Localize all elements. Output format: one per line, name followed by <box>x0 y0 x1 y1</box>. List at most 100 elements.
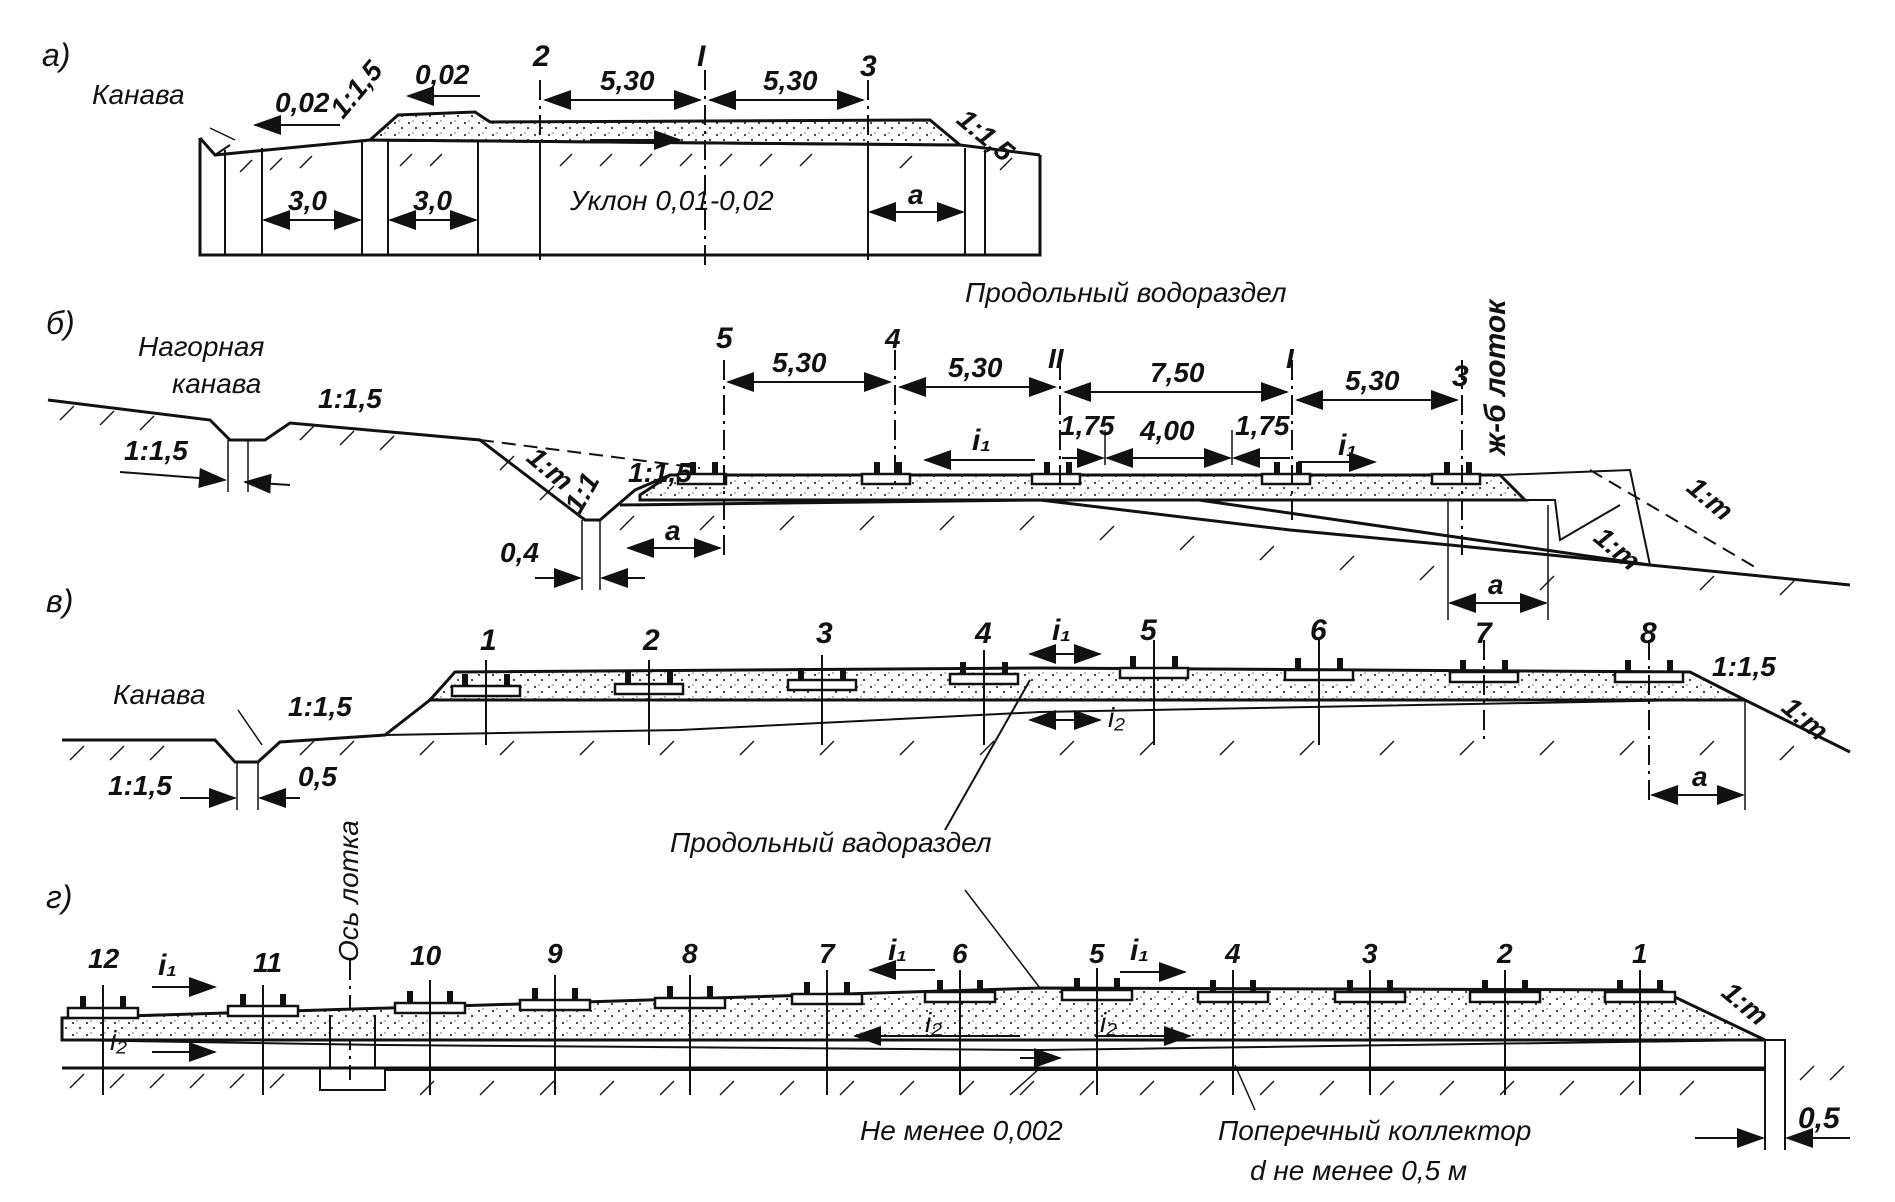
watershed-label-c: Продольный вадораздел <box>670 827 992 858</box>
track-number-d: 1 <box>1632 938 1648 969</box>
section-c-track-numbers: 1 2 3 4 5 6 7 8 <box>480 614 1657 657</box>
track-4-number: 4 <box>884 323 901 354</box>
dim-1-75-b: 1,75 <box>1235 410 1290 441</box>
dim-0-5-d: 0,5 <box>1798 1102 1841 1135</box>
width-I-3: 5,30 <box>763 65 818 96</box>
track-number-d: 8 <box>682 938 698 969</box>
section-c-rails <box>462 656 1673 686</box>
section-b-letter: б) <box>46 305 75 341</box>
section-d-rails <box>80 978 1663 1008</box>
dim-a-left-b: a <box>665 515 681 546</box>
section-d: г) Ось лотка <box>46 820 1850 1186</box>
i1-c: i₁ <box>1052 614 1071 647</box>
section-b-design-lines <box>479 439 1761 571</box>
dim-1-75-a: 1,75 <box>1060 410 1115 441</box>
track-number-c: 4 <box>974 617 992 650</box>
slope-fill-2: 1:m <box>1681 471 1739 527</box>
dim-a-c: a <box>1692 761 1708 792</box>
slope-ratio-1: 1:1,5 <box>324 55 389 124</box>
dim-4-00: 4,00 <box>1139 415 1195 446</box>
track-number-d: 2 <box>1496 938 1513 969</box>
section-d-axes <box>102 968 1641 1095</box>
min-slope-label: Не менее 0,002 <box>860 1115 1063 1146</box>
upland-ditch-line2: канава <box>172 368 261 399</box>
track-number-d: 9 <box>547 938 563 969</box>
i2-d-mid: i₂ <box>925 1007 942 1038</box>
section-d-soil-hatch <box>69 1065 1845 1096</box>
width-2-I: 5,30 <box>600 65 655 96</box>
dim-3-0-a: 3,0 <box>288 185 327 216</box>
section-b-track-ties <box>676 472 1482 486</box>
axis-I-label-b: I <box>1286 343 1295 374</box>
dim-0-4: 0,4 <box>500 537 539 568</box>
section-b: б) Продольный водораздел Нагорная канава <box>46 277 1851 620</box>
i2-d-right: i₂ <box>1100 1007 1117 1038</box>
track-3-number-b: 3 <box>1452 360 1469 393</box>
section-a-frame <box>198 138 1042 257</box>
i1-d-left: i₁ <box>158 949 177 982</box>
i2-d-left: i₂ <box>110 1025 127 1056</box>
track-number-d: 7 <box>819 938 836 969</box>
track-number-d: 12 <box>88 943 120 974</box>
section-c-subgrade-top <box>384 699 1691 736</box>
collector-label-line2: d не менее 0,5 м <box>1250 1155 1467 1186</box>
slope-fill-1: 1:m <box>1588 521 1646 577</box>
ditch-label-c: Канава <box>113 679 206 710</box>
section-d-track-numbers: 12 11 10 9 8 7 6 5 4 3 2 1 <box>88 938 1648 978</box>
tray-label: ж-б лоток <box>1479 298 1512 457</box>
tray-box <box>319 1015 386 1091</box>
collector-leader <box>1234 1064 1256 1111</box>
track-5-number: 5 <box>716 322 734 355</box>
slope-ditch-left-b: 1:1,5 <box>124 435 188 466</box>
slope-top-b: 1:1,5 <box>318 383 382 414</box>
collector-pipe <box>385 1039 1786 1150</box>
section-a-soil-hatch <box>239 153 1013 173</box>
ditch-label: Канава <box>92 79 185 110</box>
section-d-letter: г) <box>46 879 72 915</box>
track-number-d: 3 <box>1362 938 1378 969</box>
width-II-I: 7,50 <box>1150 357 1205 388</box>
dim-a: a <box>908 179 924 210</box>
i1-d-right: i₁ <box>1130 934 1149 967</box>
track-number-c: 8 <box>1640 617 1657 650</box>
watershed-leader-c <box>944 679 1031 831</box>
section-b-ballast-prism <box>638 473 1529 502</box>
track-number-c: 6 <box>1310 614 1327 647</box>
section-b-rails <box>690 462 1472 474</box>
min-slope-leader <box>1009 1067 1041 1096</box>
section-c-ballast-prism <box>426 666 1746 702</box>
i2-c: i₂ <box>1108 702 1125 733</box>
axis-II-label: II <box>1048 343 1065 374</box>
i1-d-mid: i₁ <box>888 934 907 967</box>
track-number-c: 7 <box>1475 617 1493 650</box>
section-a-ballast-prism <box>366 110 965 147</box>
slope-1-5-b: 1:1,5 <box>628 457 692 488</box>
width-4-II: 5,30 <box>948 352 1003 383</box>
watershed-leader-d <box>964 889 1041 989</box>
watershed-label-b: Продольный водораздел <box>965 277 1287 308</box>
slope-value-2: 0,02 <box>415 59 470 90</box>
track-number-d: 4 <box>1224 938 1241 969</box>
slope-end-c: 1:1,5 <box>1712 651 1776 682</box>
width-5-4: 5,30 <box>772 347 827 378</box>
section-b-soil-hatch <box>59 405 1795 596</box>
section-d-subgrade-top <box>61 1039 1766 1052</box>
section-a-letter: а) <box>42 37 70 73</box>
track-number-d: 5 <box>1089 938 1105 969</box>
dim-3-0-b: 3,0 <box>413 185 452 216</box>
track-number-c: 5 <box>1140 614 1158 647</box>
i1-left-b: i₁ <box>972 424 991 457</box>
upland-ditch-line1: Нагорная <box>138 331 264 362</box>
dim-a-right-b: a <box>1488 569 1504 600</box>
section-b-tray <box>1499 468 1651 566</box>
section-c-soil-hatch <box>69 740 1795 761</box>
track-number-c: 1 <box>480 624 497 657</box>
track-number-d: 6 <box>952 938 968 969</box>
tray-axis-label: Ось лотка <box>333 820 364 962</box>
dim-0-5-c: 0,5 <box>298 761 337 792</box>
collector-label-line1: Поперечный коллектор <box>1218 1115 1531 1146</box>
section-c-letter: в) <box>46 583 73 619</box>
section-b-subgrade <box>619 498 1651 567</box>
track-3-number: 3 <box>860 50 877 83</box>
